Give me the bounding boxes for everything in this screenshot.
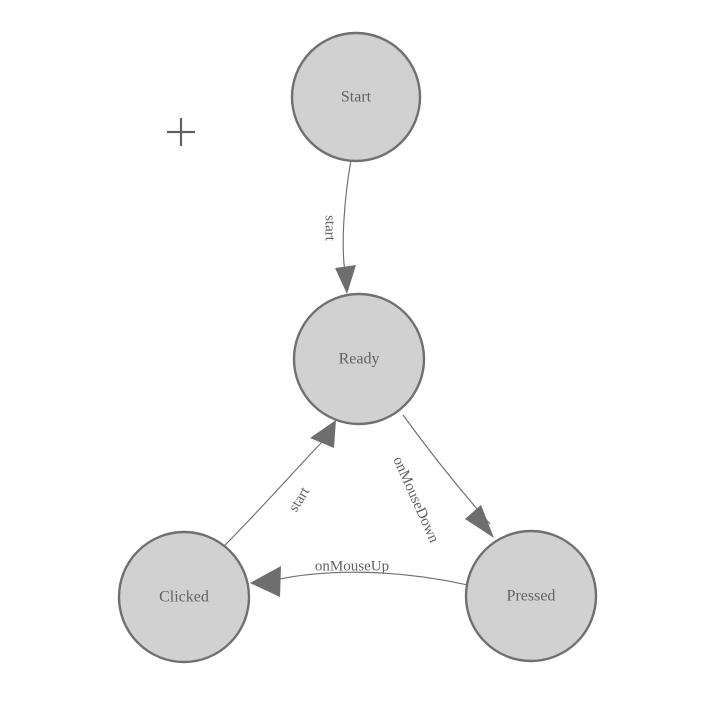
arrowhead-icon <box>310 420 336 448</box>
node-start[interactable]: Start <box>290 31 422 163</box>
edge-pressed-to-clicked[interactable]: onMouseUp <box>250 558 469 597</box>
arrowhead-icon <box>465 505 494 538</box>
arrowhead-icon <box>335 265 356 294</box>
node-clicked[interactable]: Clicked <box>117 530 251 664</box>
edge-line[interactable] <box>342 159 352 273</box>
node-pressed-shape[interactable] <box>464 529 598 663</box>
edge-label-ready-to-pressed: onMouseDown <box>389 454 441 545</box>
arrowhead-icon <box>250 566 281 597</box>
edge-label-start-to-ready: start <box>322 215 338 242</box>
node-ready-label: Ready <box>339 351 380 368</box>
edge-label-clicked-to-ready: start <box>286 484 313 515</box>
node-clicked-label: Clicked <box>159 589 209 606</box>
edge-ready-to-pressed[interactable]: onMouseDown <box>389 414 494 546</box>
node-pressed-label: Pressed <box>507 588 556 605</box>
crosshair-icon <box>167 118 195 146</box>
node-start-label: Start <box>341 89 372 106</box>
node-clicked-shape[interactable] <box>117 530 251 664</box>
edge-start-to-ready[interactable]: start <box>322 159 356 294</box>
node-ready-shape[interactable] <box>292 292 426 426</box>
edge-clicked-to-ready[interactable]: start <box>223 420 336 547</box>
node-start-shape[interactable] <box>290 31 422 163</box>
edge-line[interactable] <box>274 571 469 586</box>
edge-line[interactable] <box>223 441 323 547</box>
node-ready[interactable]: Ready <box>292 292 426 426</box>
node-pressed[interactable]: Pressed <box>464 529 598 663</box>
edge-label-pressed-to-clicked: onMouseUp <box>315 558 389 574</box>
